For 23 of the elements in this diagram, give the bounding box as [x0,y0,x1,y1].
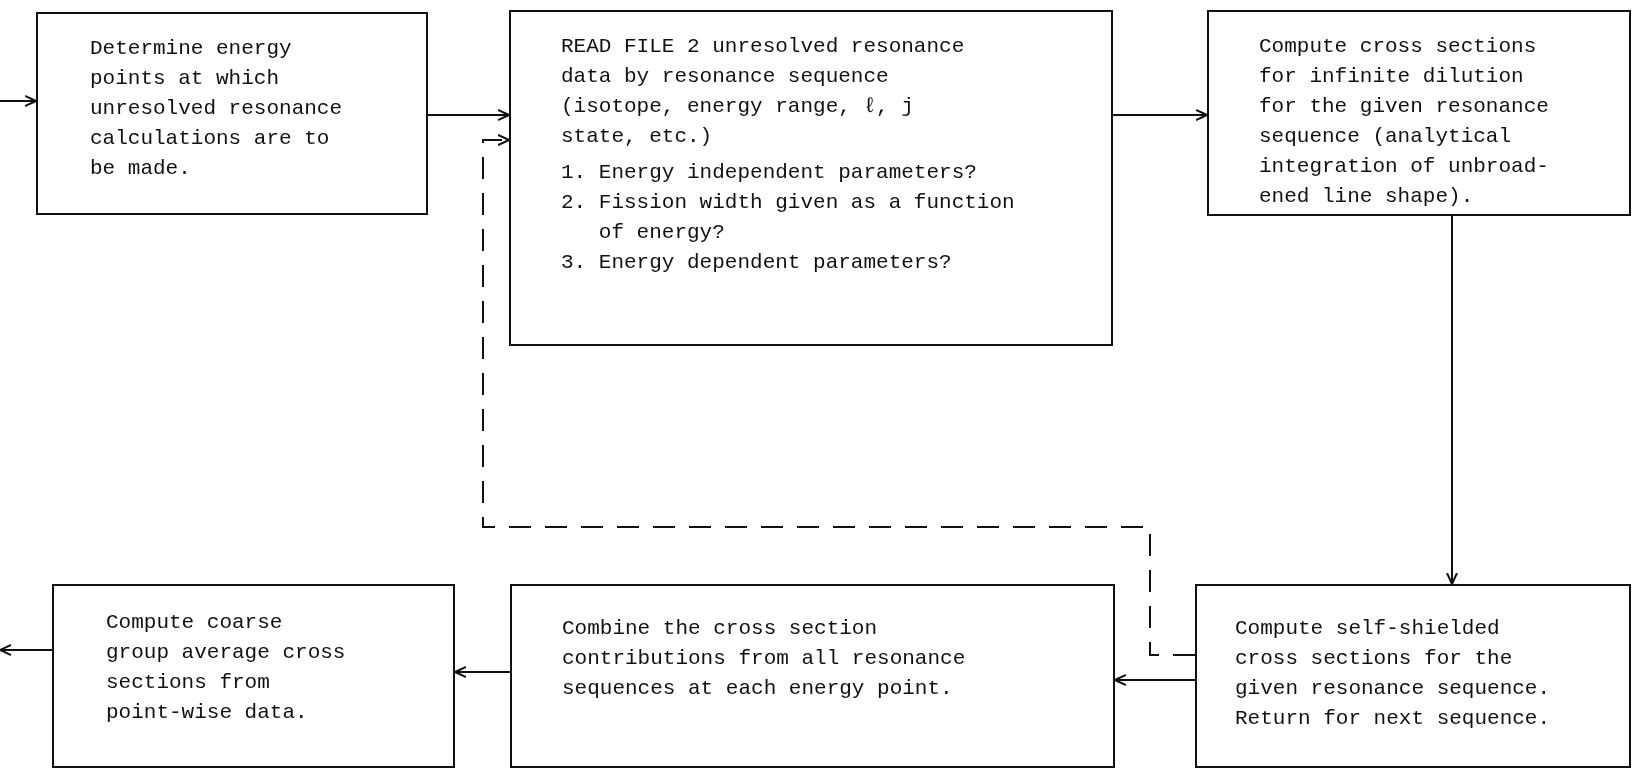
process-box [1195,584,1631,768]
arrow [427,109,510,121]
process-box [52,584,455,768]
arrow [1114,674,1196,686]
box-text: Compute cross sections for infinite dilution for the given resonance sequence (analytical integration of unbroad-ened line shape). [1259,34,1550,210]
list-item: 3. Energy dependent parameters? [561,250,953,276]
process-box [509,10,1113,346]
box-text: Compute self-shielded cross sections for the given resonance sequence. Return for next sequence. [1235,616,1552,732]
process-box [36,12,428,215]
arrow [454,666,511,678]
box-text: READ FILE 2 unresolved resonance data by resonance sequence (isotope, energy range, ℓ, j state, etc.) [561,34,966,150]
box-text: Compute coarse group average cross sections from point-wise data. [106,610,347,726]
arrow [0,644,53,656]
box-text: Combine the cross section contributions from all resonance sequences at each energy point. [562,616,967,702]
list-item: 1. Energy independent parameters? [561,160,978,186]
process-box [1207,10,1631,216]
arrow [0,95,37,107]
arrow [1446,215,1458,585]
dashed-arrow [482,134,1196,656]
arrow [1112,109,1208,121]
process-box [510,584,1115,768]
list-item: 2. Fission width given as a function of energy? [561,190,1016,246]
box-text: Determine energy points at which unresolved resonance calculations are to be made. [90,36,344,182]
